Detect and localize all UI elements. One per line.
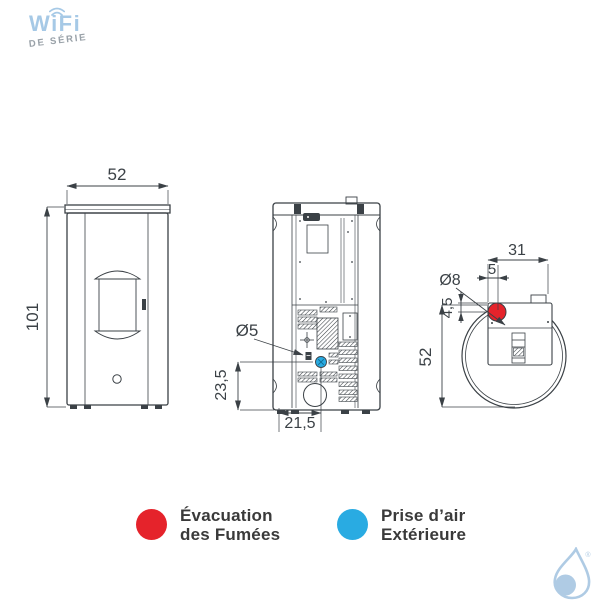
rear-dimensions [235, 338, 322, 432]
top-connector [511, 332, 526, 364]
front-view [64, 204, 171, 409]
dim-intake-height: 23,5 [213, 369, 230, 400]
wifi-signal-icon [49, 7, 65, 16]
air-intake-dot [337, 509, 368, 540]
legend-item-air-intake: Prise d’air Extérieure [337, 506, 466, 544]
wifi-logo-text: WiFi [29, 11, 82, 36]
center-grill [316, 317, 339, 350]
drop-circle [555, 574, 576, 596]
dim-top-depth-to-flue: 31 [508, 242, 526, 259]
door-glass [98, 278, 137, 332]
door-handle [142, 299, 146, 310]
wifi-logo: WiFi [29, 7, 82, 36]
wifi-badge: WiFi DE SÉRIE [28, 7, 88, 50]
screws [299, 220, 353, 303]
brand-drop-logo: ® [553, 547, 591, 600]
intake-fitting [305, 352, 312, 360]
door-top-arc [93, 270, 142, 280]
vent-slots [297, 306, 358, 402]
smoke-evacuation-label-line2: des Fumées [180, 525, 281, 544]
air-intake-label-line1: Prise d’air [381, 506, 466, 525]
top-tab [530, 294, 547, 304]
drop-outline [553, 547, 591, 600]
dim-top-depth: 52 [416, 348, 435, 367]
rear-opening [306, 224, 329, 254]
legend-item-smoke-evacuation: Évacuation des Fumées [136, 506, 280, 544]
air-intake-label-line2: Extérieure [381, 525, 467, 544]
registered-mark: ® [585, 551, 591, 559]
dim-intake-diameter: Ø5 [236, 321, 259, 340]
smoke-evacuation-dot [136, 509, 167, 540]
top-dimensions [439, 257, 549, 408]
smoke-evacuation-label-line1: Évacuation [180, 506, 273, 525]
junction-box [342, 312, 358, 341]
flue-outlet-rear [303, 383, 327, 407]
front-feet [70, 405, 162, 409]
dim-front-height: 101 [23, 303, 42, 331]
rear-view [272, 196, 381, 414]
dim-top-flue-inset: 4,5 [439, 298, 456, 319]
rating-label [303, 213, 320, 221]
dim-top-flue-diameter: Ø8 [439, 272, 460, 289]
front-dimensions [44, 183, 169, 408]
rear-top-tab [345, 196, 358, 205]
front-knob [112, 374, 122, 384]
dim-front-width: 52 [108, 165, 127, 184]
door-bottom-arc [93, 330, 142, 340]
dim-top-flue-side-offset: 5 [488, 261, 496, 278]
dim-intake-offset: 21,5 [284, 415, 315, 432]
smoke-outlet-marker [487, 302, 507, 322]
valve [300, 332, 314, 348]
